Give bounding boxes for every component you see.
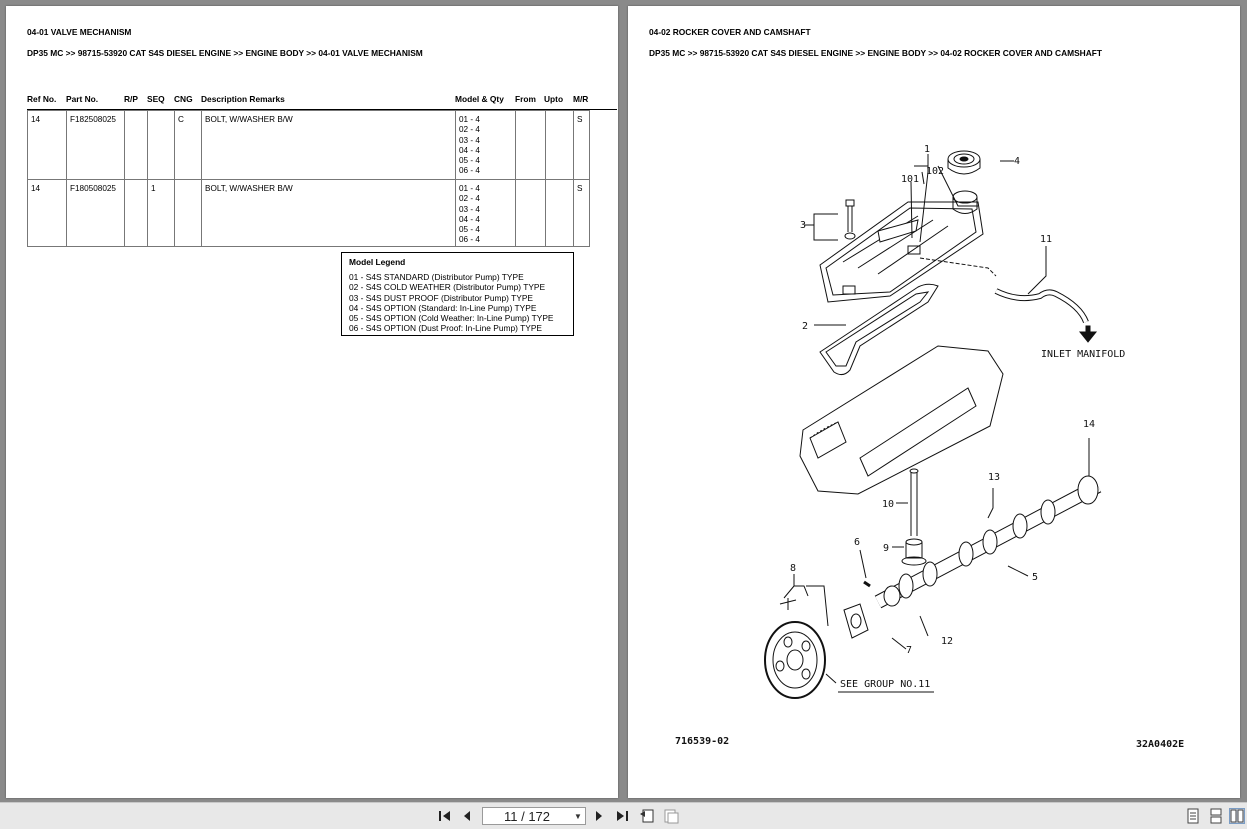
page-indicator: 11 / 172 [503,808,551,824]
model-legend: Model Legend 01 - S4S STANDARD (Distribu… [341,252,574,336]
callout-6: 6 [854,537,860,548]
legend-item: 02 - S4S COLD WEATHER (Distributor Pump)… [349,282,546,293]
legend-item: 01 - S4S STANDARD (Distributor Pump) TYP… [349,272,524,282]
callout-4: 4 [1014,156,1020,167]
cell-rp [124,110,148,180]
cell-desc: BOLT, W/WASHER B/W [201,110,456,180]
cell-cng: C [174,110,202,180]
cell-mr: S [573,179,590,247]
next-page-icon[interactable] [591,808,607,824]
cell-upto [545,179,574,247]
cell-mr: S [573,110,590,180]
legend-title: Model Legend [349,257,406,267]
cell-upto [545,110,574,180]
inlet-arrow-icon [1078,325,1098,343]
cell-cng [174,179,202,247]
push-rod [909,468,919,536]
cell-rp [124,179,148,247]
callout-11: 11 [1040,234,1052,245]
legend-item: 03 - S4S DUST PROOF (Distributor Pump) T… [349,292,533,303]
chevron-down-icon[interactable]: ▼ [574,811,582,821]
single-page-view-icon[interactable] [1185,808,1201,824]
left-page: 04-01 VALVE MECHANISM DP35 MC >> 98715-5… [6,6,618,798]
two-page-view-icon[interactable] [1229,808,1245,824]
col-part: Part No. [66,94,99,104]
breadcrumb: DP35 MC >> 98715-53920 CAT S4S DIESEL EN… [649,48,1103,58]
callout-2: 2 [802,321,808,332]
cell-part: F182508025 [66,110,125,180]
col-from: From [515,94,536,104]
page-selector[interactable]: 11 / 172 ▼ [482,807,586,825]
cell-desc: BOLT, W/WASHER B/W [201,179,456,247]
legend-item: 05 - S4S OPTION (Cold Weather: In-Line P… [349,313,554,324]
viewer-toolbar: 11 / 172 ▼ [0,802,1247,829]
tappet [901,538,927,566]
callout-101: 101 [901,174,919,185]
cam-gear [764,621,826,699]
callout-12: 12 [941,636,953,647]
col-seq: SEQ [147,94,165,104]
continuous-view-icon[interactable] [1208,808,1224,824]
legend-item: 06 - S4S OPTION (Dust Proof: In-Line Pum… [349,323,543,334]
cell-seq: 1 [147,179,175,247]
last-page-icon[interactable] [614,808,630,824]
thrust-plate [843,603,869,639]
col-model-qty: Model & Qty [455,94,504,104]
table-header: Ref No. Part No. R/P SEQ CNG Description… [27,94,617,110]
right-page: 04-02 ROCKER COVER AND CAMSHAFT DP35 MC … [628,6,1240,798]
section-title: 04-02 ROCKER COVER AND CAMSHAFT [649,27,811,37]
bolt-6 [863,580,871,588]
rocker-cover [819,201,984,303]
cell-model-qty: 01 - 4 02 - 4 03 - 4 04 - 4 05 - 4 06 - … [455,110,516,180]
leader-lines [783,154,1090,684]
exploded-parts-diagram: 1 101 102 4 3 11 2 14 13 10 6 9 5 8 12 7… [675,144,1184,750]
cover-gasket-inner [825,291,930,367]
col-mr: M/R [573,94,589,104]
cell-model-qty: 01 - 4 02 - 4 03 - 4 04 - 4 05 - 4 06 - … [455,179,516,247]
col-upto: Upto [544,94,564,104]
cell-from [515,179,546,247]
go-back-icon[interactable] [639,808,655,824]
callout-8: 8 [790,563,796,574]
camshaft [874,475,1102,609]
table-row[interactable]: 14 F182508025 C BOLT, W/WASHER B/W 01 - … [27,110,590,180]
inlet-manifold-label: INLET MANIFOLD [1041,349,1125,360]
drawing-number: 716539-02 [675,736,729,747]
table-row[interactable]: 14 F180508025 1 BOLT, W/WASHER B/W 01 - … [27,179,590,247]
callout-7: 7 [906,645,912,656]
figure-code: 32A0402E [1136,739,1184,750]
cell-ref: 14 [27,179,67,247]
col-desc: Description Remarks [201,94,285,104]
legend-item: 04 - S4S OPTION (Standard: In-Line Pump)… [349,302,537,313]
callout-14: 14 [1083,419,1095,430]
section-title: 04-01 VALVE MECHANISM [27,27,132,37]
cell-from [515,110,546,180]
callout-10: 10 [882,499,894,510]
cell-part: F180508025 [66,179,125,247]
cell-seq [147,110,175,180]
first-page-icon[interactable] [437,808,453,824]
breadcrumb: DP35 MC >> 98715-53920 CAT S4S DIESEL EN… [27,48,423,58]
col-cng: CNG [174,94,193,104]
cover-bolts [844,199,856,240]
col-ref: Ref No. [27,94,57,104]
breather-hose-inner [995,289,1088,323]
cover-gasket [819,283,939,376]
go-forward-icon[interactable] [663,808,679,824]
cell-ref: 14 [27,110,67,180]
col-rp: R/P [124,94,138,104]
oil-filler-cap [947,150,981,214]
callout-13: 13 [988,472,1000,483]
callout-1: 1 [924,144,930,155]
see-group-label: SEE GROUP NO.11 [840,679,930,690]
callout-5: 5 [1032,572,1038,583]
callout-9: 9 [883,543,889,554]
prev-page-icon[interactable] [459,808,475,824]
bolt-8 [779,598,797,610]
cylinder-head [799,345,1004,495]
callout-102: 102 [926,166,944,177]
parts-table: 14 F182508025 C BOLT, W/WASHER B/W 01 - … [27,110,590,247]
callout-3: 3 [800,220,806,231]
